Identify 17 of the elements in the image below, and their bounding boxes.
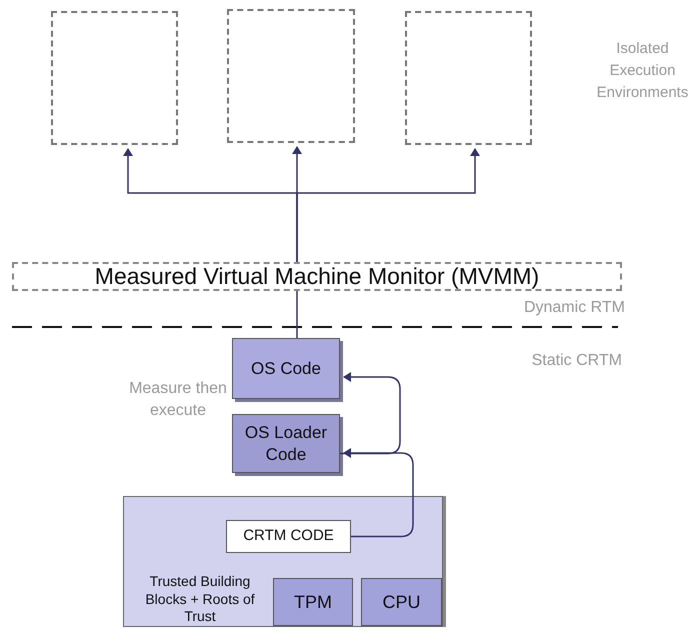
note-text: Measure then execute [128,379,228,421]
arrow [340,372,401,454]
arrow [296,148,480,262]
component-box: CPU [361,578,442,626]
layer-label: Dynamic RTM [522,298,625,318]
environment-box [51,11,178,145]
container-box: Trusted Building Blocks + Roots of Trust CRTM CODE TPM CPU [123,496,443,627]
process-box: CRTM CODE [226,520,351,553]
arrow [343,448,414,538]
layer-label: Static CRTM [530,351,622,371]
process-box: OS Loader Code [232,414,340,473]
layer-label: Isolated Execution Environments [596,39,690,103]
environment-box [227,9,355,143]
component-box: TPM [273,578,353,626]
environment-box [405,11,532,145]
mvmm-band: Measured Virtual Machine Monitor (MVMM) [12,262,622,291]
process-box: OS Code [232,338,340,399]
